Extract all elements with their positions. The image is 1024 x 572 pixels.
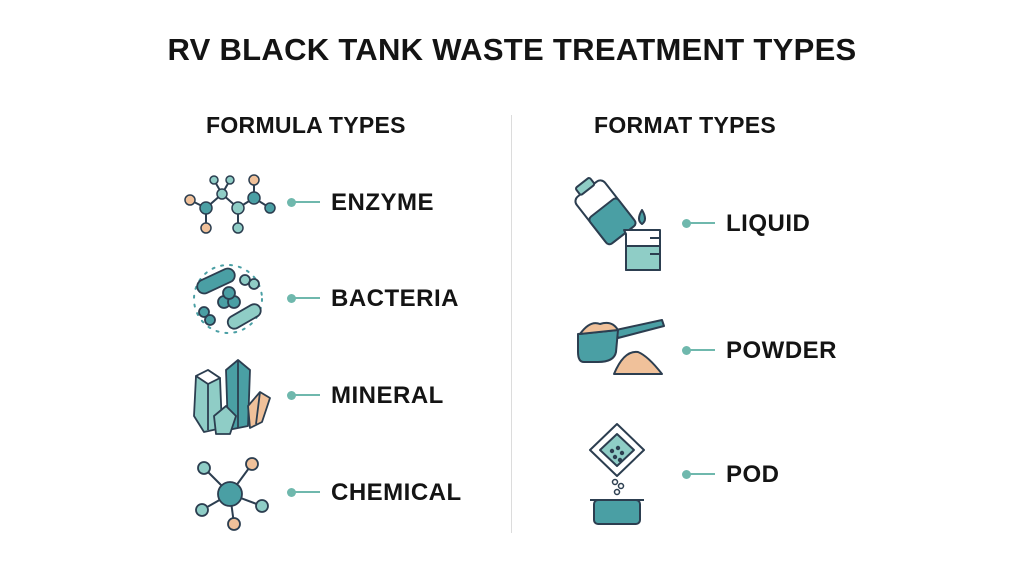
connector-dot (682, 219, 691, 228)
connector-dot (287, 488, 296, 497)
connector-line (687, 222, 715, 224)
connector-line (292, 201, 320, 203)
pod-label: POD (726, 461, 780, 488)
connector-dot (682, 346, 691, 355)
pod-packet-icon (589, 423, 645, 525)
bacteria-label: BACTERIA (331, 285, 459, 312)
connector-dot (287, 391, 296, 400)
liquid-bottle-beaker-icon (574, 177, 661, 271)
connector-line (292, 491, 320, 493)
connector-line (292, 394, 320, 396)
mineral-crystal-icon (193, 359, 271, 435)
column-divider (511, 115, 512, 533)
mineral-label: MINERAL (331, 382, 444, 409)
connector-line (687, 349, 715, 351)
liquid-label: LIQUID (726, 210, 811, 237)
powder-scoop-icon (577, 319, 665, 375)
enzyme-label: ENZYME (331, 189, 435, 216)
connector-line (687, 473, 715, 475)
page-title: RV BLACK TANK WASTE TREATMENT TYPES (167, 32, 857, 67)
powder-label: POWDER (726, 337, 837, 364)
chemical-label: CHEMICAL (331, 479, 462, 506)
format-types-heading: FORMAT TYPES (594, 112, 777, 138)
connector-dot (287, 198, 296, 207)
connector-dot (682, 470, 691, 479)
enzyme-molecule-icon (184, 174, 276, 234)
formula-types-heading: FORMULA TYPES (206, 112, 406, 138)
chemical-molecule-icon (195, 457, 269, 531)
bacteria-icon (193, 264, 263, 334)
connector-line (292, 297, 320, 299)
connector-dot (287, 294, 296, 303)
